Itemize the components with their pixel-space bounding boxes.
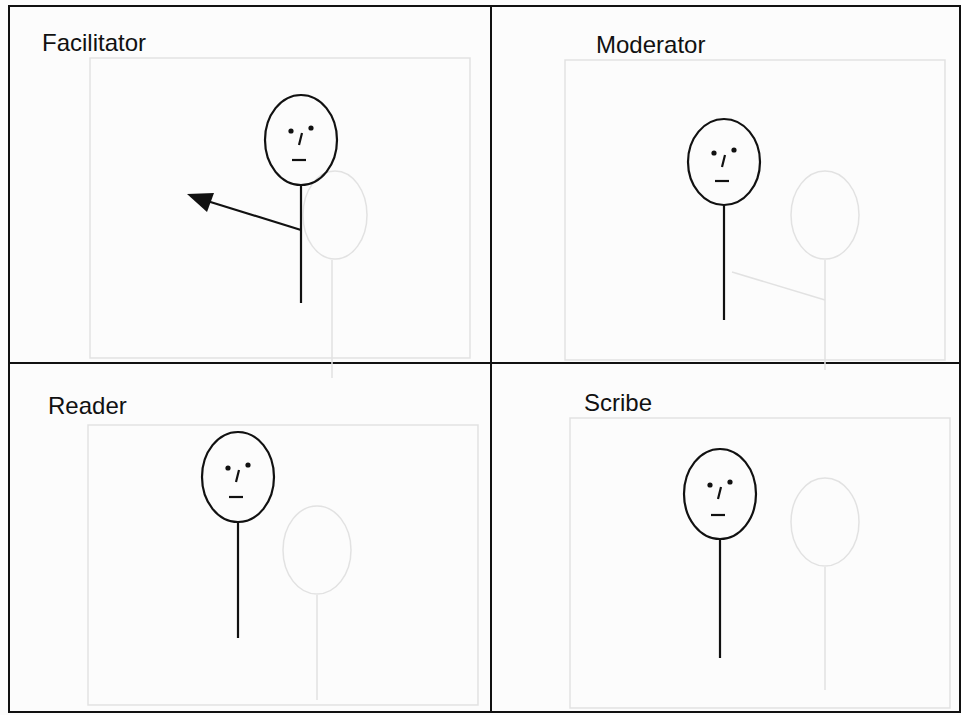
body-line — [723, 205, 725, 320]
arrow-head — [187, 193, 214, 212]
nose-line — [718, 487, 721, 499]
head-outline — [688, 119, 760, 205]
ghost-frame — [90, 58, 470, 358]
stick-figure — [684, 449, 756, 658]
mouth-line — [229, 496, 243, 498]
mouth-line — [292, 159, 306, 161]
ghost-head — [283, 506, 351, 594]
ghost-head — [791, 478, 859, 566]
ghost-frame — [570, 418, 950, 708]
mouth-line — [715, 180, 729, 182]
panel-title: Scribe — [584, 389, 652, 417]
ghost-body — [824, 260, 826, 370]
eye-dot — [707, 482, 712, 487]
nose-line — [236, 470, 239, 482]
eye-dot — [245, 462, 250, 467]
ghost-head — [791, 171, 859, 259]
role-panel: Moderator — [490, 5, 961, 364]
eye-dot — [308, 125, 313, 130]
role-panel: Reader — [8, 362, 492, 713]
body-line — [300, 185, 302, 303]
body-line — [719, 539, 721, 658]
role-panel: Facilitator — [8, 5, 492, 364]
stick-figure — [202, 432, 274, 638]
panel-title: Moderator — [596, 31, 705, 59]
panel-title: Facilitator — [42, 29, 146, 57]
role-panel: Scribe — [490, 362, 961, 713]
body-line — [237, 522, 239, 638]
ghost-body — [316, 595, 318, 700]
nose-line — [299, 133, 302, 145]
ghost-arrow — [732, 272, 825, 300]
ghost-frame — [88, 425, 478, 705]
head-outline — [684, 449, 756, 539]
eye-dot — [731, 147, 736, 152]
pointing-arrow — [204, 200, 301, 230]
ghost-frame — [565, 60, 945, 360]
eye-dot — [727, 479, 732, 484]
stick-figure — [204, 95, 337, 303]
head-outline — [202, 432, 274, 522]
nose-line — [722, 155, 725, 167]
eye-dot — [288, 128, 293, 133]
ghost-body — [331, 260, 333, 378]
ghost-body — [824, 567, 826, 690]
panel-title: Reader — [48, 392, 127, 420]
ghost-figures — [88, 58, 950, 708]
stick-figure — [688, 119, 760, 320]
eye-dot — [711, 150, 716, 155]
mouth-line — [711, 514, 725, 516]
ghost-head — [303, 171, 367, 259]
eye-dot — [225, 465, 230, 470]
head-outline — [265, 95, 337, 185]
